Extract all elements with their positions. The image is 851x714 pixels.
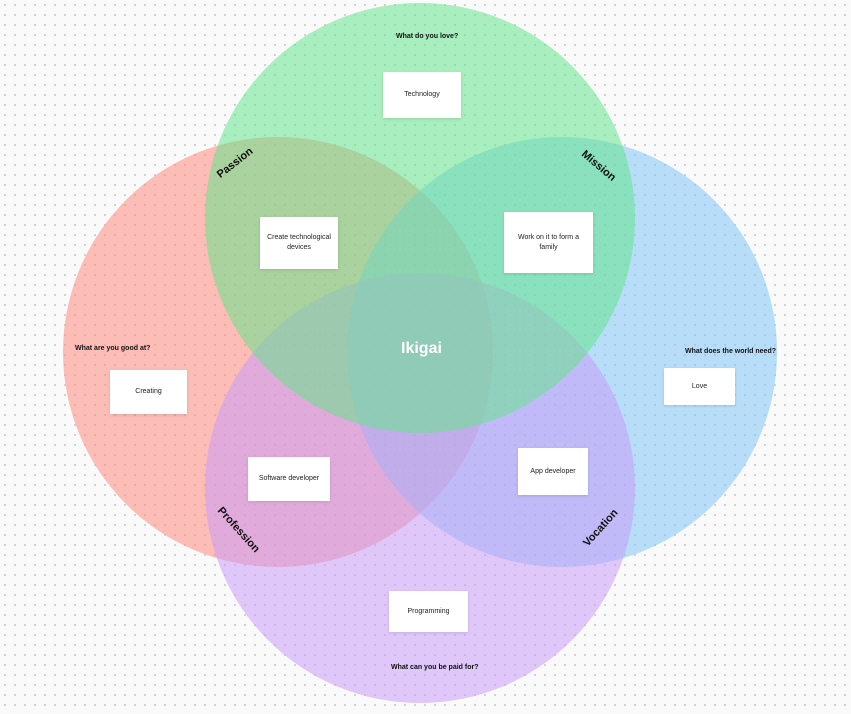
card-app-developer[interactable]: App developer — [518, 448, 588, 495]
card-love[interactable]: Love — [664, 368, 735, 405]
question-paid-for: What can you be paid for? — [391, 664, 479, 671]
question-world-needs: What does the world need? — [685, 348, 777, 355]
card-technology[interactable]: Technology — [383, 72, 461, 118]
center-label-ikigai: Ikigai — [401, 340, 442, 357]
question-good-at: What are you good at? — [75, 345, 151, 352]
card-programming[interactable]: Programming — [389, 591, 468, 632]
question-love: What do you love? — [396, 33, 459, 40]
card-create-devices[interactable]: Create technological devices — [260, 217, 338, 269]
card-software-developer[interactable]: Software developer — [248, 457, 330, 501]
card-creating[interactable]: Creating — [110, 370, 187, 414]
card-form-family[interactable]: Work on it to form a family — [504, 212, 593, 273]
